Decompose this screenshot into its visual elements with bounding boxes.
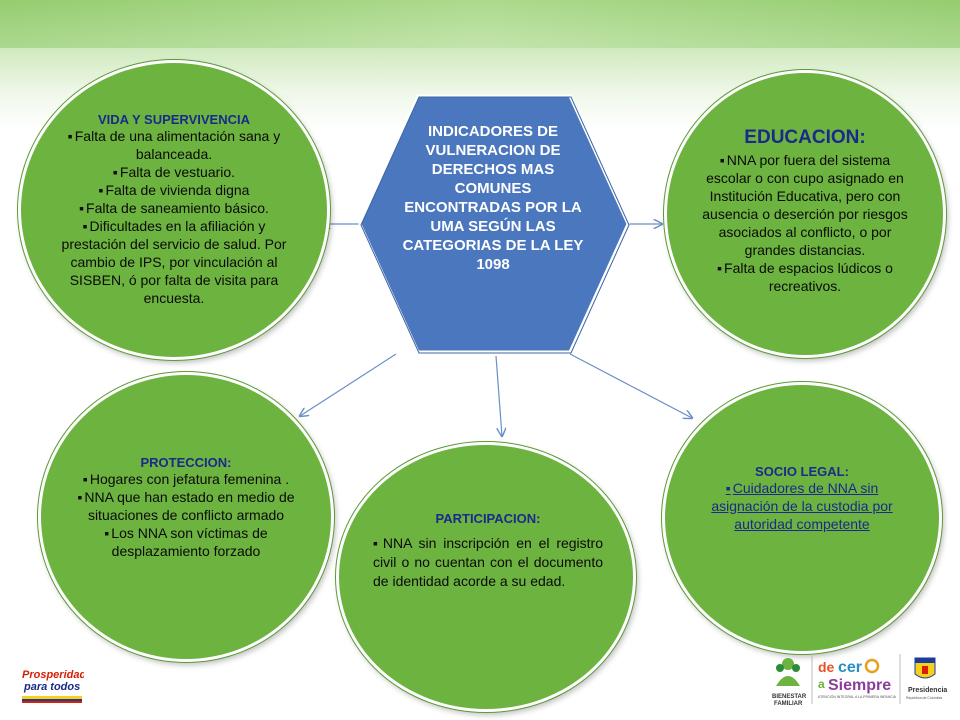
svg-text:a: a bbox=[818, 677, 825, 691]
de-cero-a-siempre-logo: de cer a Siempre ATENCIÓN INTEGRAL A LA … bbox=[818, 658, 897, 699]
bienestar-familiar-logo: BIENESTAR FAMILIAR bbox=[772, 658, 807, 707]
proteccion-item: Hogares con jefatura femenina . bbox=[83, 470, 289, 488]
svg-text:cer: cer bbox=[838, 659, 862, 676]
presidencia-logo: Presidencia República de Colombia bbox=[906, 657, 947, 700]
vida-item: Falta de vivienda digna bbox=[99, 181, 249, 199]
proteccion-item: Los NNA son víctimas de desplazamiento f… bbox=[75, 524, 297, 560]
educacion-item: Falta de espacios lúdicos o recreativos. bbox=[697, 259, 913, 295]
connector-to-proteccion bbox=[300, 353, 397, 416]
header-gradient-strip bbox=[0, 0, 960, 48]
institutional-logos: BIENESTAR FAMILIAR de cer a Siempre ATEN… bbox=[772, 654, 947, 707]
circle-participacion: PARTICIPACION: NNA sin inscripción en el… bbox=[336, 442, 636, 712]
educacion-title: EDUCACION: bbox=[744, 127, 866, 148]
center-hexagon bbox=[358, 94, 630, 354]
vida-item: Falta de una alimentación sana y balance… bbox=[57, 127, 291, 163]
circle-educacion: EDUCACION: NNA por fuera del sistema esc… bbox=[664, 70, 946, 358]
prosperidad-logo: Prosperidad para todos bbox=[22, 669, 84, 703]
svg-text:de: de bbox=[818, 659, 835, 675]
vida-item: Falta de vestuario. bbox=[113, 163, 235, 181]
circle-vida-supervivencia: VIDA Y SUPERVIVENCIA Falta de una alimen… bbox=[18, 60, 330, 360]
vida-item: Dificultades en la afiliación y prestaci… bbox=[57, 217, 291, 307]
svg-text:Siempre: Siempre bbox=[828, 677, 891, 694]
participacion-title: PARTICIPACION: bbox=[435, 511, 541, 526]
svg-text:para todos: para todos bbox=[23, 681, 80, 693]
vida-title: VIDA Y SUPERVIVENCIA bbox=[98, 111, 250, 127]
center-title: INDICADORES DE VULNERACION DE DERECHOS M… bbox=[402, 123, 584, 273]
svg-text:ATENCIÓN INTEGRAL A LA PRIMERA: ATENCIÓN INTEGRAL A LA PRIMERA INFANCIA bbox=[818, 694, 897, 699]
vida-item: Falta de saneamiento básico. bbox=[79, 199, 269, 217]
connector-to-sociolegal bbox=[569, 353, 692, 418]
proteccion-item: NNA que han estado en medio de situacion… bbox=[75, 488, 297, 524]
svg-text:Presidencia: Presidencia bbox=[908, 687, 947, 694]
svg-text:República de Colombia: República de Colombia bbox=[906, 696, 942, 700]
svg-text:FAMILIAR: FAMILIAR bbox=[774, 701, 803, 707]
proteccion-title: PROTECCION: bbox=[140, 454, 232, 470]
educacion-item: NNA por fuera del sistema escolar o con … bbox=[697, 151, 913, 259]
sociolegal-title: SOCIO LEGAL: bbox=[755, 463, 849, 479]
svg-text:BIENESTAR: BIENESTAR bbox=[772, 694, 807, 700]
sociolegal-item: Cuidadores de NNA sin asignación de la c… bbox=[695, 479, 909, 533]
connector-to-participacion bbox=[495, 355, 502, 436]
circle-socio-legal: SOCIO LEGAL: Cuidadores de NNA sin asign… bbox=[662, 382, 942, 654]
circle-proteccion: PROTECCION: Hogares con jefatura femenin… bbox=[38, 372, 334, 662]
svg-text:Prosperidad: Prosperidad bbox=[22, 669, 84, 681]
participacion-item: NNA sin inscripción en el registro civil… bbox=[373, 534, 603, 591]
